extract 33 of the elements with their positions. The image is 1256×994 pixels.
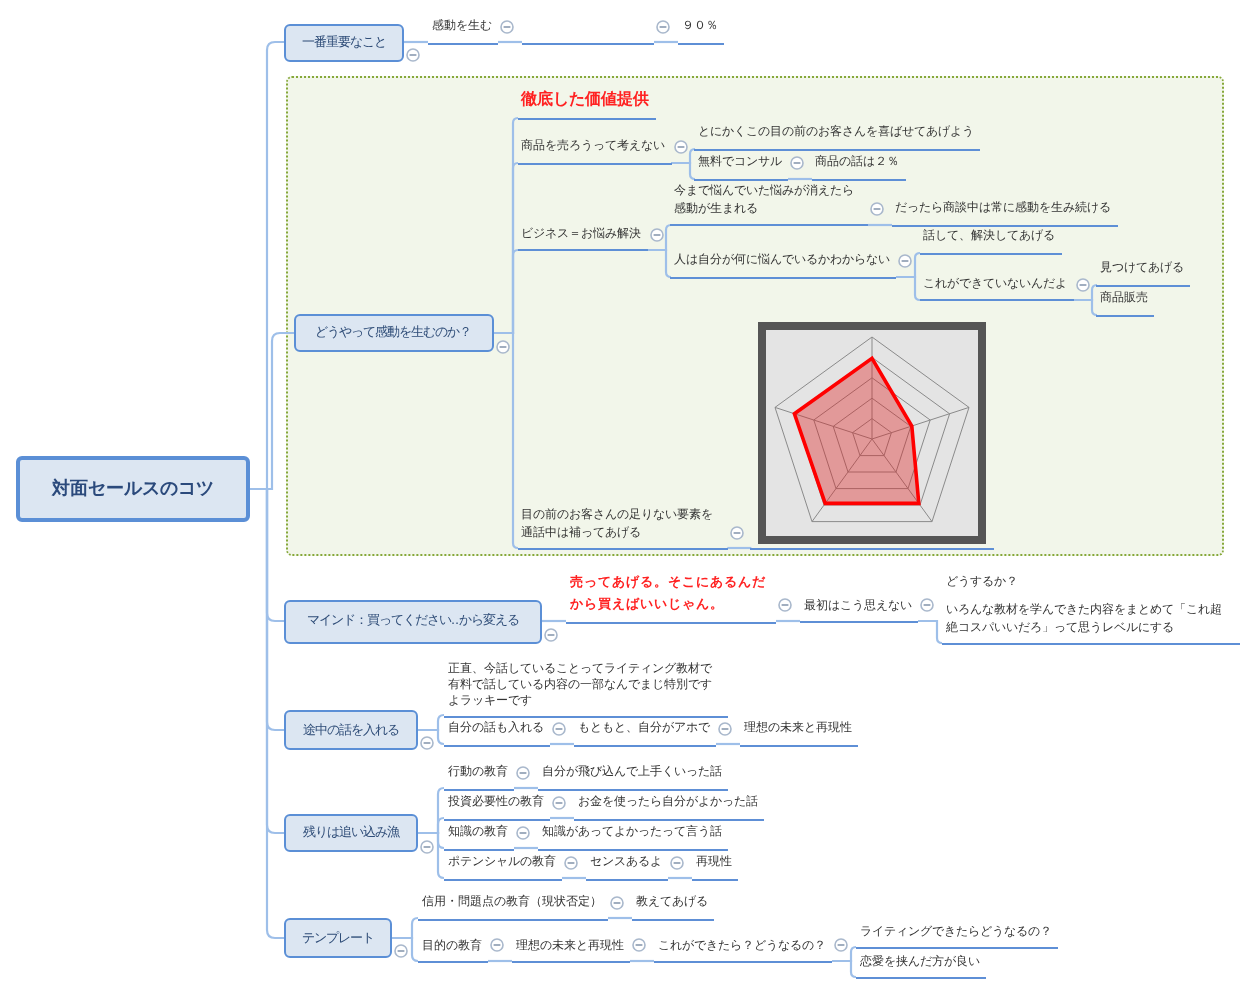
connector-line xyxy=(498,40,522,44)
boundary-frame xyxy=(286,76,1224,556)
connector-line xyxy=(542,619,566,623)
connector-line xyxy=(716,742,740,746)
topic-underline xyxy=(522,41,654,44)
connector-line xyxy=(896,275,922,302)
connector-line xyxy=(654,40,678,44)
central-topic-box: 対面セールスのコツ xyxy=(16,456,250,522)
connector-line xyxy=(1073,298,1099,317)
connector-line xyxy=(918,619,944,645)
connector-line xyxy=(671,161,697,181)
connector-line xyxy=(514,786,538,790)
connector-line xyxy=(647,248,673,279)
connector-line xyxy=(776,619,800,623)
topic-label: 徹底した価値提供 xyxy=(517,89,655,119)
connector-line xyxy=(668,876,692,880)
connector-line xyxy=(488,959,512,963)
connector-line xyxy=(562,876,586,880)
connector-line xyxy=(630,959,654,963)
connector-line xyxy=(550,816,574,820)
connector-line xyxy=(392,936,420,963)
connector-line xyxy=(550,742,574,746)
connector-line xyxy=(514,846,538,850)
connector-line xyxy=(494,331,520,550)
connector-line xyxy=(418,728,446,746)
topic-label xyxy=(942,574,1240,645)
connector-line xyxy=(832,959,858,979)
connector-line xyxy=(868,223,892,227)
connector-line xyxy=(250,487,284,940)
connector-line xyxy=(404,40,428,44)
connector-line xyxy=(727,546,752,550)
connector-line xyxy=(608,916,632,920)
connector-line xyxy=(788,177,812,181)
